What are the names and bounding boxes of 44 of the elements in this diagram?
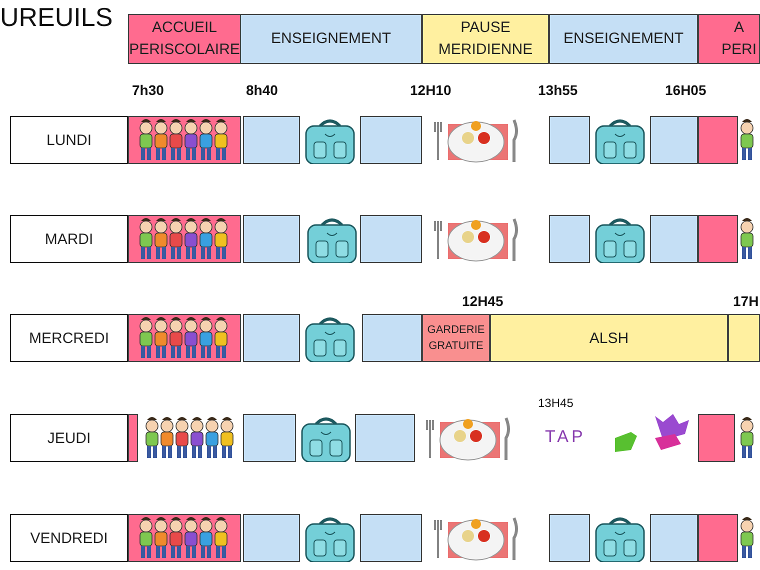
time-slot-bar (549, 116, 590, 164)
time-label: 12H45 (462, 293, 504, 309)
time-label: 12H10 (410, 82, 452, 98)
time-slot-bar (362, 314, 422, 362)
header-cell: A PERI (698, 14, 760, 64)
time-slot-bar (698, 116, 738, 164)
time-label: 16H05 (665, 82, 706, 98)
time-slot-bar (360, 116, 422, 164)
time-slot-bar (360, 514, 422, 562)
time-slot-bar (650, 215, 698, 263)
time-slot-bar (549, 215, 590, 263)
time-slot-bar (698, 514, 738, 562)
day-label-box: LUNDI (10, 116, 128, 164)
time-slot-bar (243, 314, 300, 362)
header-cell: ENSEIGNEMENT (549, 14, 698, 64)
day-label-box: VENDREDI (10, 514, 128, 562)
time-label: 7h30 (132, 82, 164, 98)
activity-block: ALSH (490, 314, 728, 362)
day-label-box: MERCREDI (10, 314, 128, 362)
time-slot-bar (243, 116, 300, 164)
time-slot-bar (728, 314, 760, 362)
time-label: 17H (733, 293, 759, 309)
time-slot-bar (650, 116, 698, 164)
time-slot-bar (698, 215, 738, 263)
activity-block: GARDERIE GRATUITE (422, 314, 490, 362)
time-label: 13h55 (538, 82, 578, 98)
header-cell: ACCUEIL PERISCOLAIRE (128, 14, 241, 64)
time-slot-bar (549, 514, 590, 562)
time-slot-bar (355, 414, 415, 462)
title: UREUILS (0, 2, 113, 33)
time-slot-bar (128, 414, 138, 462)
time-slot-bar (698, 414, 735, 462)
activity-label: TAP (545, 427, 586, 447)
time-label: 8h40 (246, 82, 278, 98)
time-slot-bar (243, 414, 296, 462)
day-label-box: MARDI (10, 215, 128, 263)
time-slot-bar (243, 514, 300, 562)
header-cell: ENSEIGNEMENT (240, 14, 422, 64)
day-label-box: JEUDI (10, 414, 128, 462)
time-slot-bar (360, 215, 422, 263)
time-slot-bar (243, 215, 300, 263)
time-slot-bar (650, 514, 698, 562)
time-label: 13H45 (538, 396, 574, 410)
header-cell: PAUSE MERIDIENNE (422, 14, 549, 64)
